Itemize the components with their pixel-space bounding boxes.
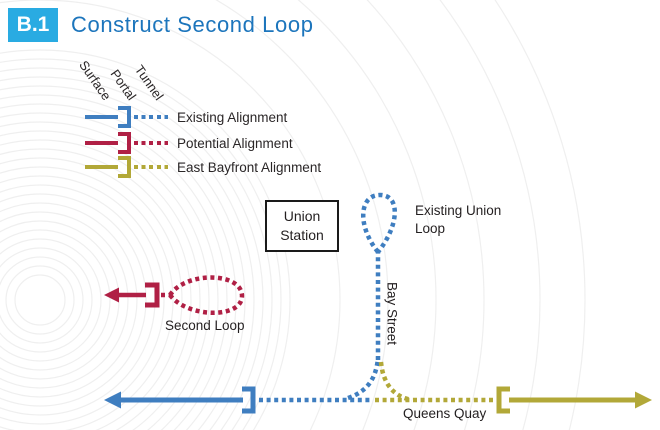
existing-tunnel-curve	[347, 357, 381, 401]
bayfront-tunnel-curve	[378, 361, 413, 403]
potential-arrowhead	[104, 287, 119, 303]
second-loop-path	[168, 275, 245, 315]
surface-line-icon	[85, 140, 118, 146]
tunnel-dots-icon	[134, 140, 168, 146]
tunnel-dots-icon	[134, 164, 168, 170]
surface-line-icon	[85, 114, 118, 120]
bayfront-portal-icon	[496, 386, 510, 414]
existing-west-portal-icon	[242, 386, 256, 414]
station-name-line1: Union	[283, 208, 321, 225]
existing-union-loop-label: Existing Union Loop	[415, 203, 502, 236]
legend-item-potential: Potential Alignment	[85, 131, 293, 155]
portal-bracket-icon	[118, 156, 131, 178]
second-loop-label: Second Loop	[165, 318, 245, 333]
portal-bracket-icon	[118, 106, 131, 128]
section-badge: B.1	[8, 8, 58, 42]
tunnel-dots-icon	[134, 114, 168, 120]
legend-label: Potential Alignment	[177, 135, 293, 151]
queens-quay-label: Queens Quay	[403, 406, 487, 421]
page-title: Construct Second Loop	[71, 12, 314, 37]
potential-portal-icon	[145, 282, 160, 308]
legend-item-east-bayfront: East Bayfront Alignment	[85, 155, 321, 179]
bay-street-label: Bay Street	[384, 282, 400, 346]
existing-union-loop-path	[361, 192, 397, 254]
union-station-box: Union Station	[265, 200, 339, 252]
station-name-line2: Station	[280, 227, 324, 243]
legend-item-existing: Existing Alignment	[85, 105, 287, 129]
existing-west-arrowhead	[104, 391, 121, 409]
bayfront-east-arrowhead	[635, 391, 652, 409]
background-rings	[0, 0, 586, 430]
surface-line-icon	[85, 164, 118, 170]
legend-label: Existing Alignment	[177, 109, 288, 125]
portal-bracket-icon	[118, 132, 131, 154]
legend-label: East Bayfront Alignment	[177, 159, 322, 175]
